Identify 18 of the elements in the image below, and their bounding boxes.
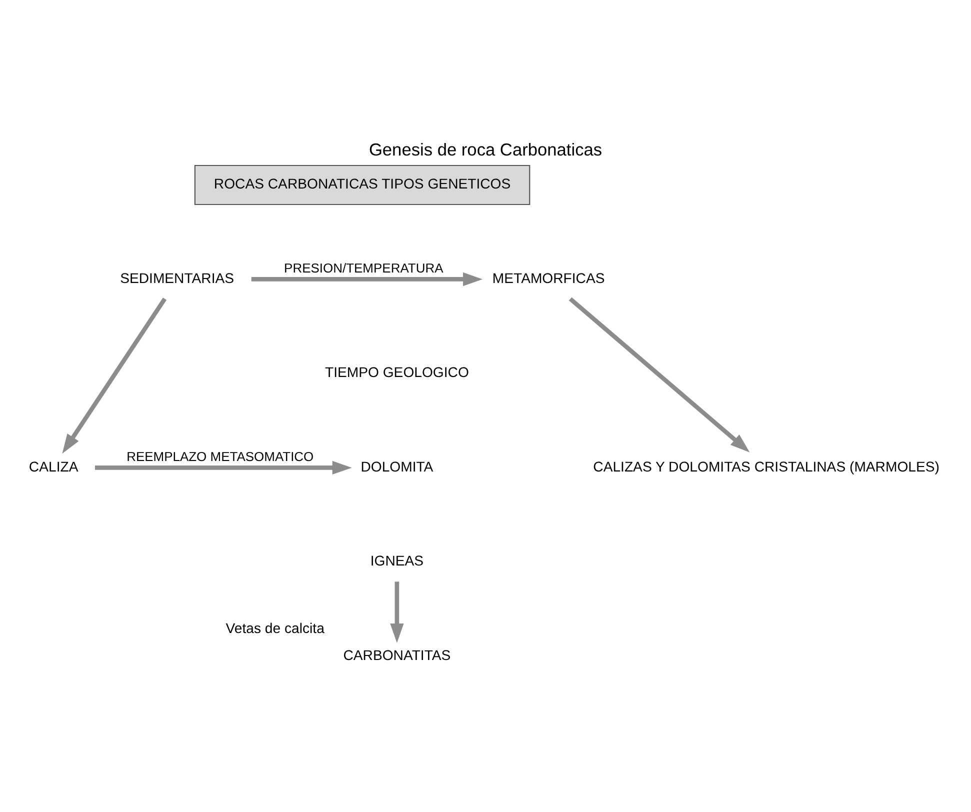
diagram-title: Genesis de roca Carbonaticas — [368, 139, 602, 160]
arrow — [390, 581, 404, 643]
edge-label: REEMPLAZO METASOMATICO — [126, 448, 314, 464]
node-text: CALIZA — [28, 458, 78, 474]
label: TIEMPO GEOLOGICO — [324, 364, 469, 380]
arrow — [62, 297, 167, 454]
node-text: CARBONATITAS — [343, 646, 451, 662]
node-text: CALIZAS Y DOLOMITAS CRISTALINAS (MARMOLES) — [593, 458, 940, 474]
node-box: ROCAS CARBONATICAS TIPOS GENETICOS — [194, 164, 530, 205]
node-text: DOLOMITA — [360, 458, 434, 474]
arrow — [251, 272, 483, 286]
arrow — [568, 296, 750, 452]
edge-label: PRESION/TEMPERATURA — [284, 260, 444, 275]
node-text: SEDIMENTARIAS — [120, 269, 234, 286]
node-text: METAMORFICAS — [492, 269, 605, 286]
arrow — [95, 460, 352, 474]
node-label: Vetas de calcita — [226, 619, 324, 636]
node-text: IGNEAS — [370, 552, 424, 568]
